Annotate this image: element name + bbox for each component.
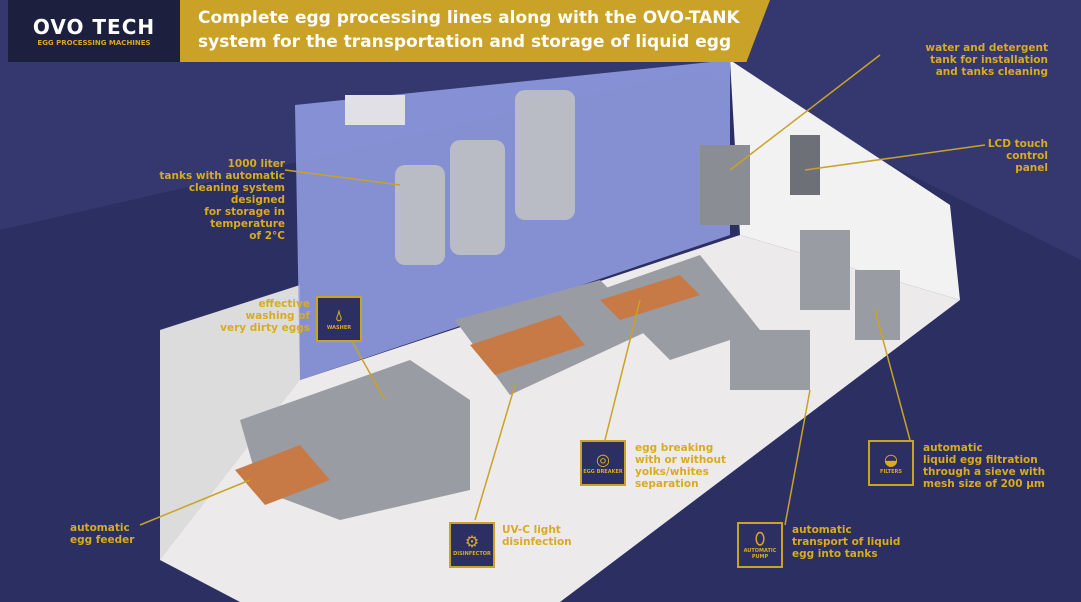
egg-trays <box>235 275 700 505</box>
logo-text: OVO TECH <box>32 15 156 39</box>
text: effective <box>258 298 310 310</box>
page-title: Complete egg processing lines along with… <box>180 0 770 62</box>
text: disinfection <box>502 536 572 548</box>
water-drop-icon: 💧︎ <box>335 306 343 325</box>
logo-subtitle: EGG PROCESSING MACHINES <box>37 39 151 47</box>
text: transport of liquid <box>792 536 901 548</box>
title-line-1: Complete egg processing lines along with… <box>198 8 740 28</box>
caption: FILTERS <box>880 469 902 475</box>
text: UV-C light <box>502 524 561 536</box>
text: yolks/whites <box>635 466 709 478</box>
disinfector-icon: ⚙︎ <box>464 532 480 551</box>
text: egg feeder <box>70 534 135 546</box>
disinfector-badge: ⚙︎DISINFECTOR <box>449 522 495 568</box>
caption: AUTOMATIC PUMP <box>743 548 777 560</box>
storage-tanks <box>395 90 575 265</box>
caption: WASHER <box>326 325 352 331</box>
text: very dirty eggs <box>220 322 310 334</box>
text: automatic <box>792 524 852 536</box>
text: cleaning system designed <box>188 182 285 206</box>
egg-icon: ⬯ <box>754 529 766 548</box>
text: washing of <box>245 310 310 322</box>
caption: DISINFECTOR <box>453 551 491 557</box>
text: of 2°C <box>249 230 285 242</box>
text: and tanks cleaning <box>935 66 1048 78</box>
text: automatic <box>70 522 130 534</box>
text: liquid egg filtration <box>923 454 1038 466</box>
water-tank <box>700 145 750 225</box>
filters-badge: ◒FILTERS <box>868 440 914 486</box>
text: mesh size of 200 µm <box>923 478 1045 490</box>
text: tanks with automatic <box>159 170 285 182</box>
text: panel <box>1015 162 1048 174</box>
text: control <box>1006 150 1048 162</box>
text: egg breaking <box>635 442 714 454</box>
text: 1000 liter <box>227 158 285 170</box>
text: tank for installation <box>930 54 1048 66</box>
text: for storage in temperature <box>204 206 285 230</box>
text: LCD touch <box>987 138 1048 150</box>
text: water and detergent <box>925 42 1048 54</box>
pump-badge: ⬯AUTOMATIC PUMP <box>737 522 783 568</box>
caption: EGG BREAKER <box>583 469 623 475</box>
title-line-2: system for the transportation and storag… <box>198 32 732 52</box>
logo: OVO TECH EGG PROCESSING MACHINES <box>8 0 180 62</box>
text: automatic <box>923 442 983 454</box>
text: separation <box>635 478 699 490</box>
right-wall <box>730 60 960 300</box>
left-wall <box>160 285 300 560</box>
text: with or without <box>635 454 726 466</box>
washer-badge: 💧︎WASHER <box>316 296 362 342</box>
text: through a sieve with <box>923 466 1046 478</box>
breaker-badge: ◎EGG BREAKER <box>580 440 626 486</box>
text: egg into tanks <box>792 548 878 560</box>
lcd-panel <box>790 135 820 195</box>
cold-room-wall <box>295 60 730 380</box>
egg-breaker-icon: ◎ <box>596 450 610 469</box>
filter-bowl-icon: ◒ <box>884 450 898 469</box>
